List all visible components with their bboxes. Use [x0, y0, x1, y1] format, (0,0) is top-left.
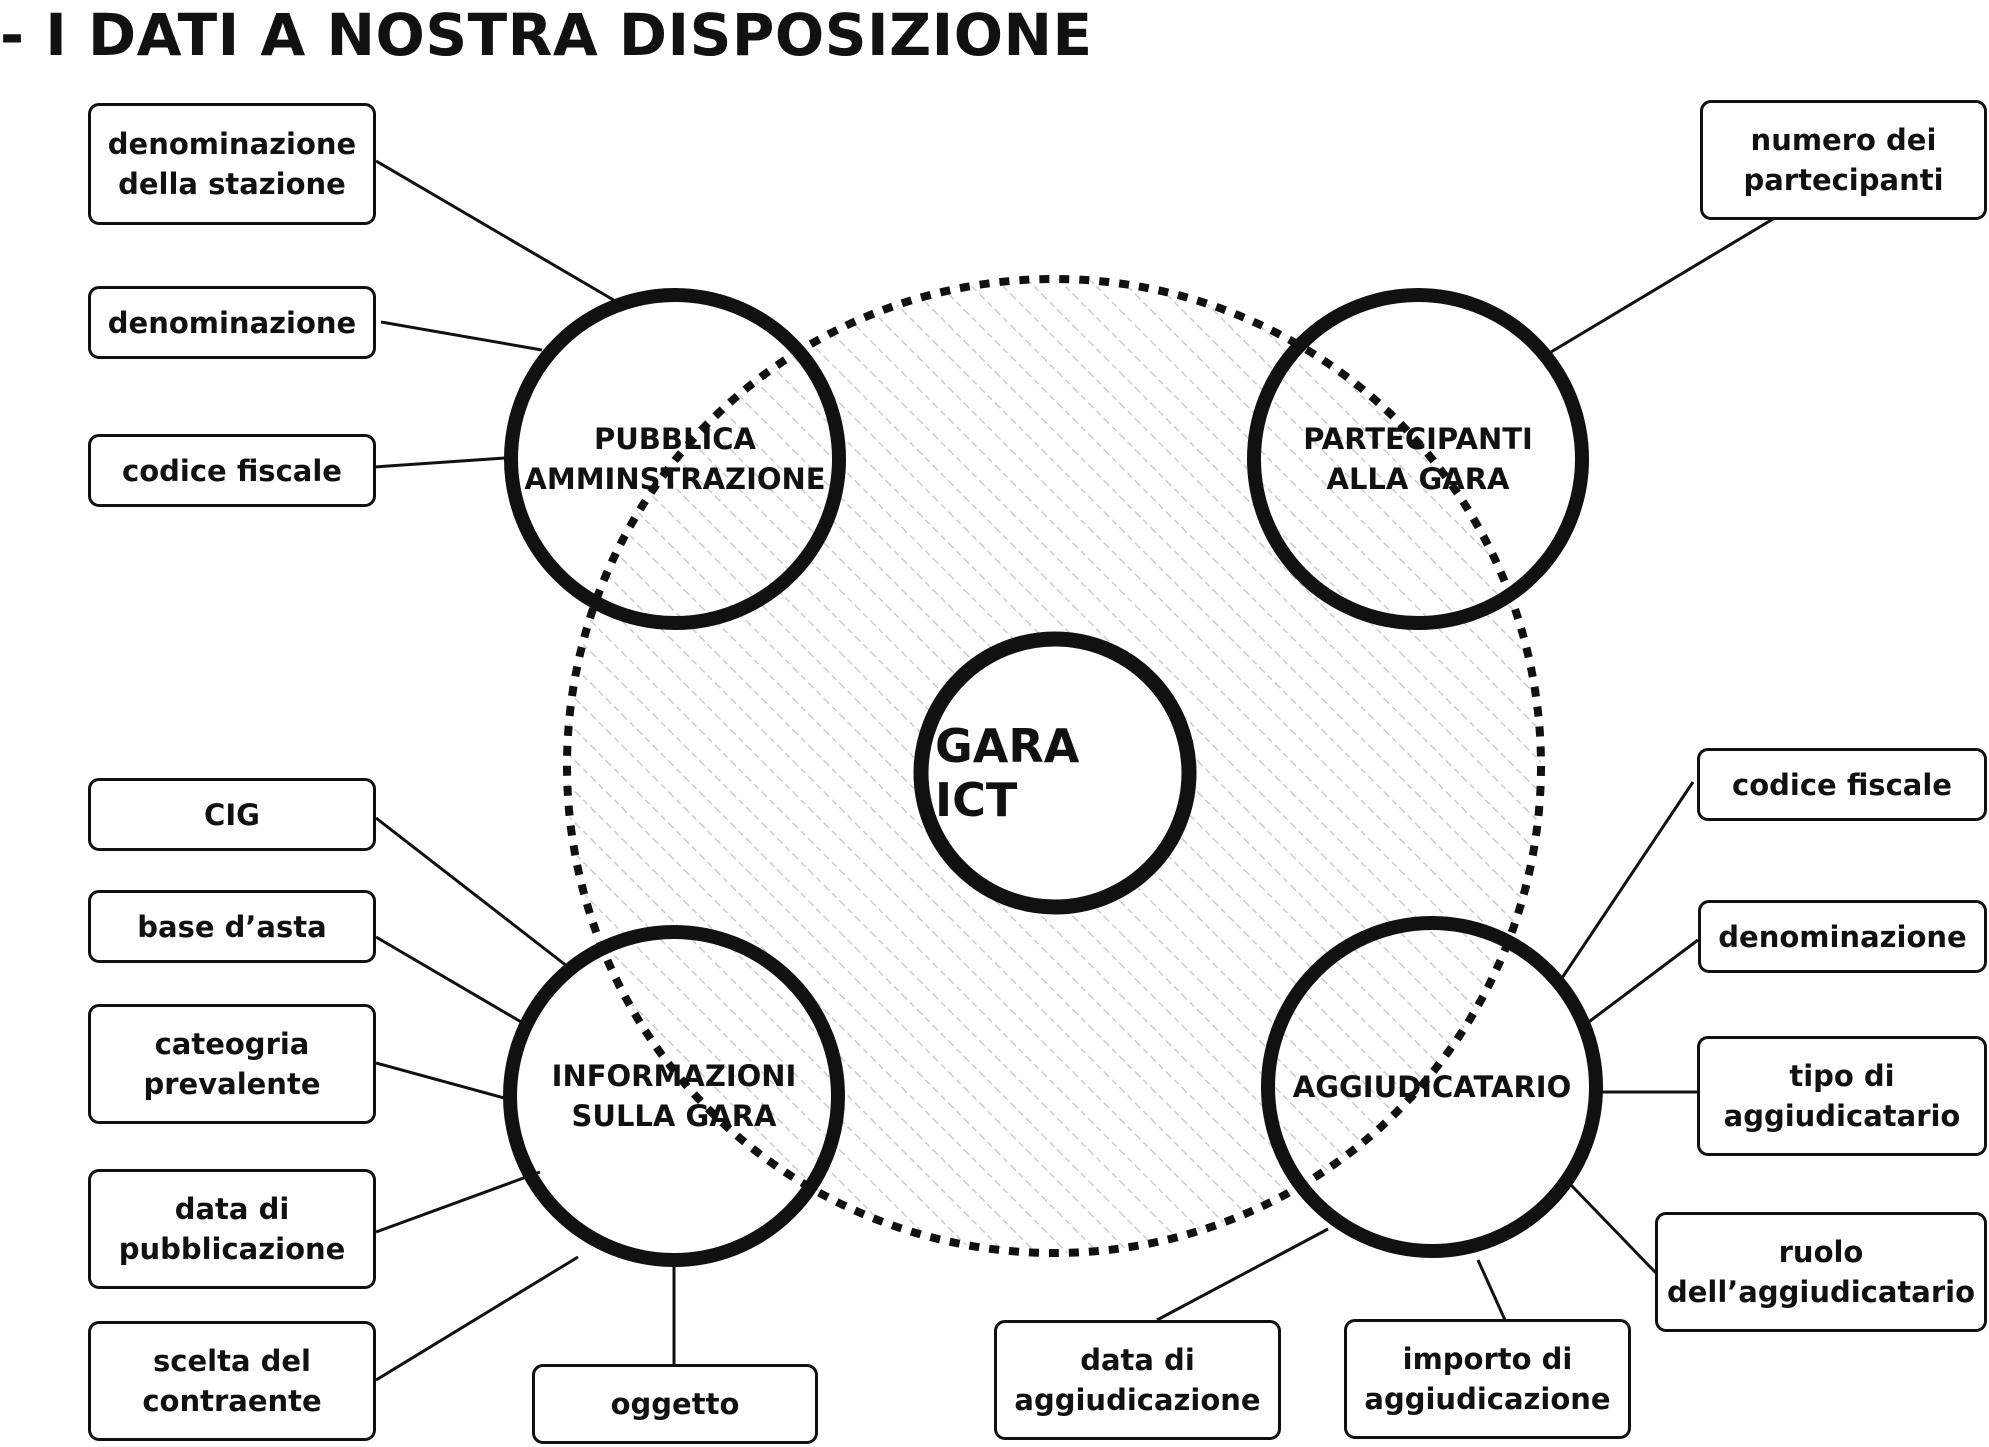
connector-part-numero	[1550, 217, 1774, 354]
connector-info-base	[375, 935, 529, 1028]
connector-info-categoria	[375, 1061, 516, 1103]
connector-pa-denominazione	[380, 320, 543, 352]
center-gara-label: GARA ICT	[935, 719, 1080, 827]
center-gara-circle	[913, 631, 1197, 915]
node-aggiudicatario-label: AGGIUDICATARIO	[1292, 1070, 1572, 1104]
connector-agg-importo	[1476, 1259, 1507, 1321]
connector-agg-ruolo	[1569, 1183, 1658, 1275]
box-agg-importo: importo di aggiudicazione	[1344, 1319, 1631, 1439]
box-agg-codice-fiscale: codice fiscale	[1697, 748, 1987, 821]
connector-info-scelta	[375, 1255, 579, 1382]
box-info-data-pubblicazione: data di pubblicazione	[88, 1169, 376, 1289]
node-pa-circle	[504, 288, 846, 630]
box-info-oggetto: oggetto	[532, 1364, 818, 1444]
node-partecipanti-label: PARTECIPANTI ALLA GARA	[1303, 422, 1533, 496]
connector-info-data	[375, 1170, 541, 1234]
connector-lines	[373, 159, 1774, 1382]
box-pa-denominazione-stazione: denominazione della stazione	[88, 103, 376, 225]
box-pa-codice-fiscale: codice fiscale	[88, 434, 376, 507]
connector-info-cig	[375, 816, 573, 972]
connector-pa-codice	[373, 456, 506, 469]
page-title: - I DATI A NOSTRA DISPOSIZIONE	[0, 1, 1093, 69]
node-aggiudicatario-circle	[1261, 916, 1603, 1258]
node-info-label: INFORMAZIONI SULLA GARA	[551, 1059, 797, 1133]
box-agg-data: data di aggiudicazione	[994, 1320, 1281, 1440]
node-info-circle	[503, 925, 845, 1267]
connector-pa-stazione	[375, 159, 618, 304]
box-agg-denominazione: denominazione	[1698, 900, 1987, 973]
box-pa-denominazione: denominazione	[88, 286, 376, 359]
connector-agg-data	[1156, 1227, 1329, 1322]
box-info-scelta-contraente: scelta del contraente	[88, 1321, 376, 1441]
node-pa-label: PUBBLICA AMMINSTRAZIONE	[524, 422, 826, 496]
box-info-categoria: cateogria prevalente	[88, 1004, 376, 1124]
box-agg-tipo: tipo di aggiudicatario	[1697, 1036, 1987, 1156]
box-agg-ruolo: ruolo dell’aggiudicatario	[1655, 1212, 1987, 1332]
box-part-numero: numero dei partecipanti	[1700, 100, 1987, 220]
box-info-cig: CIG	[88, 778, 376, 851]
node-partecipanti-circle	[1247, 288, 1589, 630]
connector-agg-denominazione	[1585, 938, 1699, 1026]
box-info-base-asta: base d’asta	[88, 890, 376, 963]
connector-agg-codice	[1558, 781, 1695, 982]
